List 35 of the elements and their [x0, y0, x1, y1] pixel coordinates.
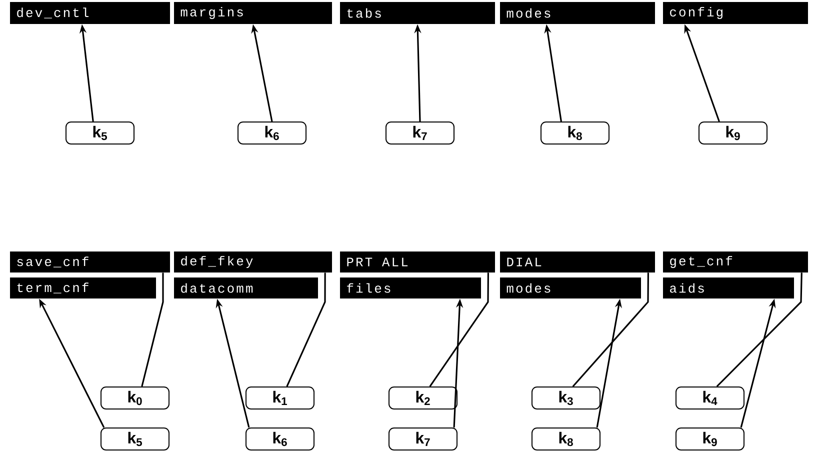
connector-line [572, 272, 649, 388]
key-box: k$_{5}$ [66, 122, 134, 144]
key-label: def_fkey [174, 252, 332, 272]
key-box: k$_{7}$ [388, 428, 458, 450]
key-label: datacomm [174, 278, 318, 298]
key-box: k$_{6}$ [238, 122, 306, 144]
key-box: k$_{9}$ [676, 428, 744, 450]
key-label: aids [663, 278, 794, 298]
key-box: k$_{2}$ [388, 386, 458, 410]
key-label: term_cnf [10, 278, 156, 298]
key-label: save_cnf [10, 252, 170, 272]
key-label: config [663, 2, 808, 24]
key-box: k$_{0}$ [100, 386, 170, 410]
connector-line [716, 272, 802, 388]
key-label: DIAL [500, 252, 655, 272]
connector-line [429, 272, 489, 387]
connector-line [141, 272, 164, 387]
key-label: modes [500, 2, 655, 24]
key-label: get_cnf [663, 252, 808, 272]
key-box: k$_{3}$ [532, 386, 600, 410]
key-box: k$_{9}$ [698, 122, 768, 144]
key-box: k$_{1}$ [246, 386, 314, 410]
key-box: k$_{5}$ [100, 428, 170, 450]
key-box: k$_{8}$ [532, 428, 600, 450]
key-box: k$_{4}$ [676, 386, 744, 410]
key-box: k$_{7}$ [386, 122, 454, 144]
key-label: files [340, 278, 481, 298]
key-label: margins [174, 2, 332, 24]
connector-line [286, 272, 326, 387]
key-box: k$_{6}$ [246, 428, 314, 450]
key-box: k$_{8}$ [540, 122, 610, 144]
key-label: tabs [340, 2, 495, 24]
key-label: PRT ALL [340, 252, 495, 272]
key-label: dev_cntl [10, 2, 170, 24]
key-label: modes [500, 278, 641, 298]
